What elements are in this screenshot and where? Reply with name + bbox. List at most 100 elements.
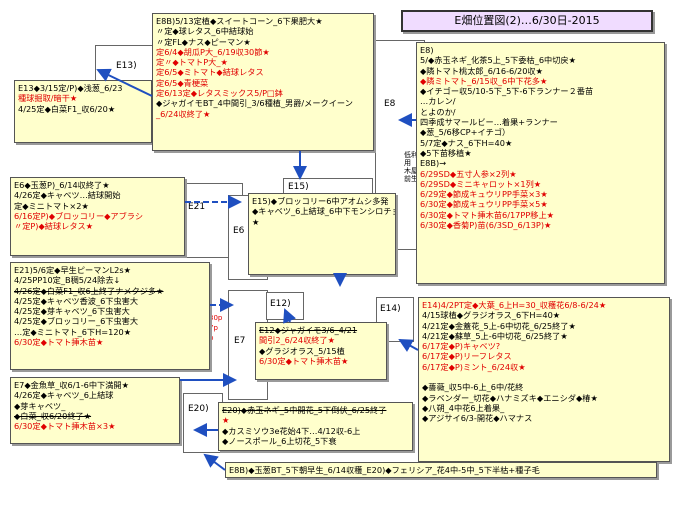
note-e20: E20)◆赤玉ネギ_5中開花_5下倒伏_6/25終了★◆カスミソウ3e花始4下……: [218, 402, 413, 451]
note-line: E20)◆赤玉ネギ_5中開花_5下倒伏_6/25終了: [222, 405, 387, 415]
note-line: 6/30定◆トマト挿木苗6/17PP移上★: [420, 209, 554, 220]
note-line: 4/25PP10定_B稠5/24除去↓: [14, 275, 121, 286]
note-line: E14)4/2PT定◆大葉_6上H=30_収穫花6/8-6/24★: [422, 300, 607, 310]
note-line: 種球掘取/暗干★: [18, 93, 78, 104]
note-line: 4/26定◆キャベツ…結球開始: [14, 190, 121, 201]
note-line: 四季成サマールビー…着果+ランナー: [420, 117, 558, 128]
note-line: E13◆3/15定/P)◆浅葱_6/23: [18, 83, 123, 93]
note-line: ◆イチゴー収5/10-5下_5下-6下ランナー２番苗: [420, 86, 594, 97]
house-label: 低利用 木屋前生: [404, 151, 418, 183]
note-line: 6/17定◆P)キャベツ?: [422, 341, 501, 352]
note-line: E8): [420, 45, 434, 55]
note-e14: E14)4/2PT定◆大葉_6上H=30_収穫花6/8-6/24★4/15球植◆…: [418, 297, 670, 462]
plot-label-e20: E20): [188, 404, 209, 414]
note-line: 定〃◆トマトP大_★: [156, 57, 228, 68]
note-line: 〃定◆球レタス_6中結球始: [156, 26, 254, 37]
plot-label-e6: E6: [233, 226, 245, 236]
plot-label-e14: E14): [380, 304, 401, 314]
note-line: E15)◆ブロッコリー6中アオムシ多発: [252, 196, 389, 206]
note-line: 4/26定◆キャベツ_6上結球: [14, 390, 114, 401]
note-line: 4/25定◆白菜F1_収6/20★: [18, 103, 116, 114]
note-line: 間引2_6/24収終了★: [259, 335, 335, 346]
note-line: E12◆ジャガイモ3/6_4/21: [259, 325, 358, 335]
note-line: 〃定P)◆結球レタス★: [14, 221, 94, 232]
note-line: 6/30定◆香菊P)苗(6/3SD_6/13P)★: [420, 220, 552, 231]
note-line: 〃定FL◆ナス◆ピーマン★: [156, 36, 251, 47]
note-line: ◆ラベンダー_切花◆ハナミズキ◆エニシダ◆椿★: [422, 392, 598, 403]
note-line: 定6/5◆青梗菜: [156, 77, 209, 88]
note-e8: E8)5/◆赤玉ネギ_化茶5上_5下委枯_6中切戻★◆隣トマト桃太郎_6/16-…: [416, 42, 665, 284]
note-line: 定6/13定◆レタスミックス5/P□鉢: [156, 88, 283, 99]
note-line: 4/25定◆キャベツ香波_6下虫害大: [14, 295, 139, 306]
note-line: ◆ノースポール_6上切花_5下衰: [222, 435, 337, 446]
note-e8b: E8B)5/13定植◆スイートコーン_6下果肥大★〃定◆球レタス_6中結球始〃定…: [152, 13, 374, 151]
plot-side-b: 7p: [209, 324, 218, 332]
note-line: 6/29SD◆五寸人参×2列★: [420, 168, 517, 179]
note-line: …カレン/: [420, 96, 456, 107]
note-line: ◆白菜_収6/20終了★: [14, 410, 92, 421]
note-line: 6/17定◆P)リーフレタス: [422, 351, 512, 362]
note-e21: E21)5/6定◆早生ピーマンL2s★4/25PP10定_B稠5/24除去↓4/…: [10, 262, 210, 370]
note-e8c: E8B)◆玉葱BT_5下朝早生_6/14収穫_E20)◆フェリシア_花4中-5中…: [225, 462, 657, 478]
arrow-e14: [398, 339, 419, 352]
note-line: ◆隣ミトマト_6/15収_6中下花多★: [420, 75, 548, 86]
note-line: 6/16定P)◆ブロッコリー◆アブラシ: [14, 210, 144, 221]
note-line: 6/30定◆トマト挿木苗×3★: [14, 421, 116, 432]
arrow-e12: [283, 308, 297, 324]
note-line: E8B)◆玉葱BT_5下朝早生_6/14収穫_E20)◆フェリシア_花4中-5中…: [229, 465, 540, 475]
note-line: E6◆玉葱P)_6/14収終了★: [14, 180, 110, 190]
note-line: 4/15球植◆グラジオラス_6下H=40★: [422, 310, 561, 321]
note-line: とよのか/: [420, 106, 456, 117]
note-line: ★: [222, 415, 230, 426]
arrow-e13: [96, 68, 153, 97]
note-line: 5/◆赤玉ネギ_化茶5上_5下委枯_6中切戻★: [420, 55, 576, 66]
note-line: ◆キャベツ_6上結球_6中下モンシロチョウ: [252, 206, 396, 217]
note-line: E7◆金魚草_収6/1-6中下満開★: [14, 380, 129, 390]
plot-label-e13: E13): [116, 61, 137, 71]
note-line: ◆カスミソウ3e花始4下…4/12収-6上: [222, 425, 361, 436]
note-line: 6/30定◆トマト挿木苗★: [259, 355, 349, 366]
note-line: ◆グラジオラス_5/15植: [259, 345, 345, 356]
note-line: ◆隣トマト桃太郎_6/16-6/20収★: [420, 65, 543, 76]
note-line: ◆ジャガイモBT_4中間引_3/6種植_男爵/メークイーン: [156, 98, 353, 109]
note-line: 4/21定◆金蓋花_5上-6中切花_6/25終了★: [422, 320, 576, 331]
note-line: _6/24収終了★: [156, 108, 211, 119]
note-line: 6/29定◆節成キュウリPP手菜×3★: [420, 189, 548, 200]
note-line: 4/21定◆蘇草_5上-6中切花_6/25終了★: [422, 330, 568, 341]
note-line: ◆薔薇_収5中-6上_6中/花終: [422, 382, 524, 393]
note-line: E8B)→: [420, 158, 447, 169]
note-line: ◆葱_5/6移CP+イチゴ）: [420, 127, 511, 138]
note-line: 4/25定◆芽キャベツ_6下虫害大: [14, 306, 130, 317]
plot-side-a: 30p: [209, 314, 223, 322]
note-line: ◆アジサイ6/3-開花◆ハマナス: [422, 413, 533, 424]
note-line: E21)5/6定◆早生ピーマンL2s★: [14, 265, 131, 275]
note-line: E8B)5/13定植◆スイートコーン_6下果肥大★: [156, 16, 323, 26]
note-line: ◆5下苗移植★: [420, 147, 472, 158]
note-line: 4/25定◆ブロッコリー_6下虫害大: [14, 316, 139, 327]
note-e15: E15)◆ブロッコリー6中アオムシ多発◆キャベツ_6上結球_6中下モンシロチョウ…: [248, 193, 396, 275]
note-line: 4/26定◆白菜F1_収6上終了ナメクジ多★: [14, 285, 164, 296]
note-line: …定◆ミニトマト_6下H=120★: [14, 326, 132, 337]
plot-side-c: p: [209, 334, 214, 342]
note-line: 6/17定◆P)ミント_6/24収★: [422, 361, 526, 372]
note-line: 5/7定◆ナス_6下H=40★: [420, 137, 513, 148]
plot-label-e8: E8: [384, 99, 396, 109]
note-line: ◆八朔_4中花6上着果_: [422, 402, 505, 413]
note-line: 定6/4◆胡瓜P大_6/19収30節★: [156, 46, 270, 57]
note-line: ★: [252, 216, 260, 227]
note-line: ◆芽キャベツ_: [14, 400, 66, 411]
note-line: 6/30定◆節成キュウリPP手菜×5★: [420, 199, 548, 210]
plot-label-e7: E7: [234, 336, 246, 346]
note-e6: E6◆玉葱P)_6/14収終了★4/26定◆キャベツ…結球開始定◆ミニトマト×2…: [10, 177, 185, 256]
plot-label-e15: E15): [288, 182, 309, 192]
note-line: 定6/5◆ミトマト◆結球レタス: [156, 67, 264, 78]
plot-label-e12: E12): [270, 299, 291, 309]
note-e7: E7◆金魚草_収6/1-6中下満開★4/26定◆キャベツ_6上結球◆芽キャベツ_…: [10, 377, 180, 444]
note-line: 6/29SD◆ミニキャロット×1列★: [420, 178, 542, 189]
page-title: E畑位置図(2)…6/30日-2015: [401, 10, 653, 32]
note-line: 定◆ミニトマト×2★: [14, 200, 89, 211]
arrow-e8c: [203, 453, 226, 471]
